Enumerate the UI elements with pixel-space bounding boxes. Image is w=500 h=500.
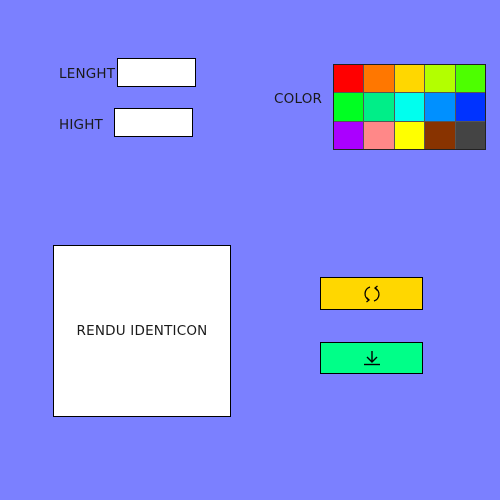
download-icon	[361, 347, 383, 369]
height-label: HIGHT	[59, 117, 103, 133]
color-swatch[interactable]	[455, 65, 485, 93]
color-swatch[interactable]	[334, 121, 364, 149]
identicon-preview: RENDU IDENTICON	[53, 245, 231, 417]
color-swatch[interactable]	[364, 121, 394, 149]
color-swatch[interactable]	[455, 121, 485, 149]
color-swatch[interactable]	[334, 65, 364, 93]
color-swatch[interactable]	[394, 93, 425, 121]
color-swatch[interactable]	[364, 93, 394, 121]
color-label: COLOR	[274, 91, 323, 107]
regenerate-button[interactable]	[320, 277, 423, 310]
refresh-icon	[361, 283, 383, 305]
download-button[interactable]	[320, 342, 423, 374]
length-input[interactable]	[117, 58, 196, 87]
color-swatch[interactable]	[425, 65, 455, 93]
height-input[interactable]	[114, 108, 193, 137]
length-label: LENGHT	[59, 66, 116, 82]
color-swatch[interactable]	[364, 65, 394, 93]
color-swatch[interactable]	[394, 121, 425, 149]
color-swatch[interactable]	[425, 93, 455, 121]
color-swatch[interactable]	[394, 65, 425, 93]
color-swatch[interactable]	[455, 93, 485, 121]
preview-label: RENDU IDENTICON	[76, 323, 208, 339]
color-palette	[333, 64, 486, 150]
color-swatch[interactable]	[425, 121, 455, 149]
color-swatch[interactable]	[334, 93, 364, 121]
